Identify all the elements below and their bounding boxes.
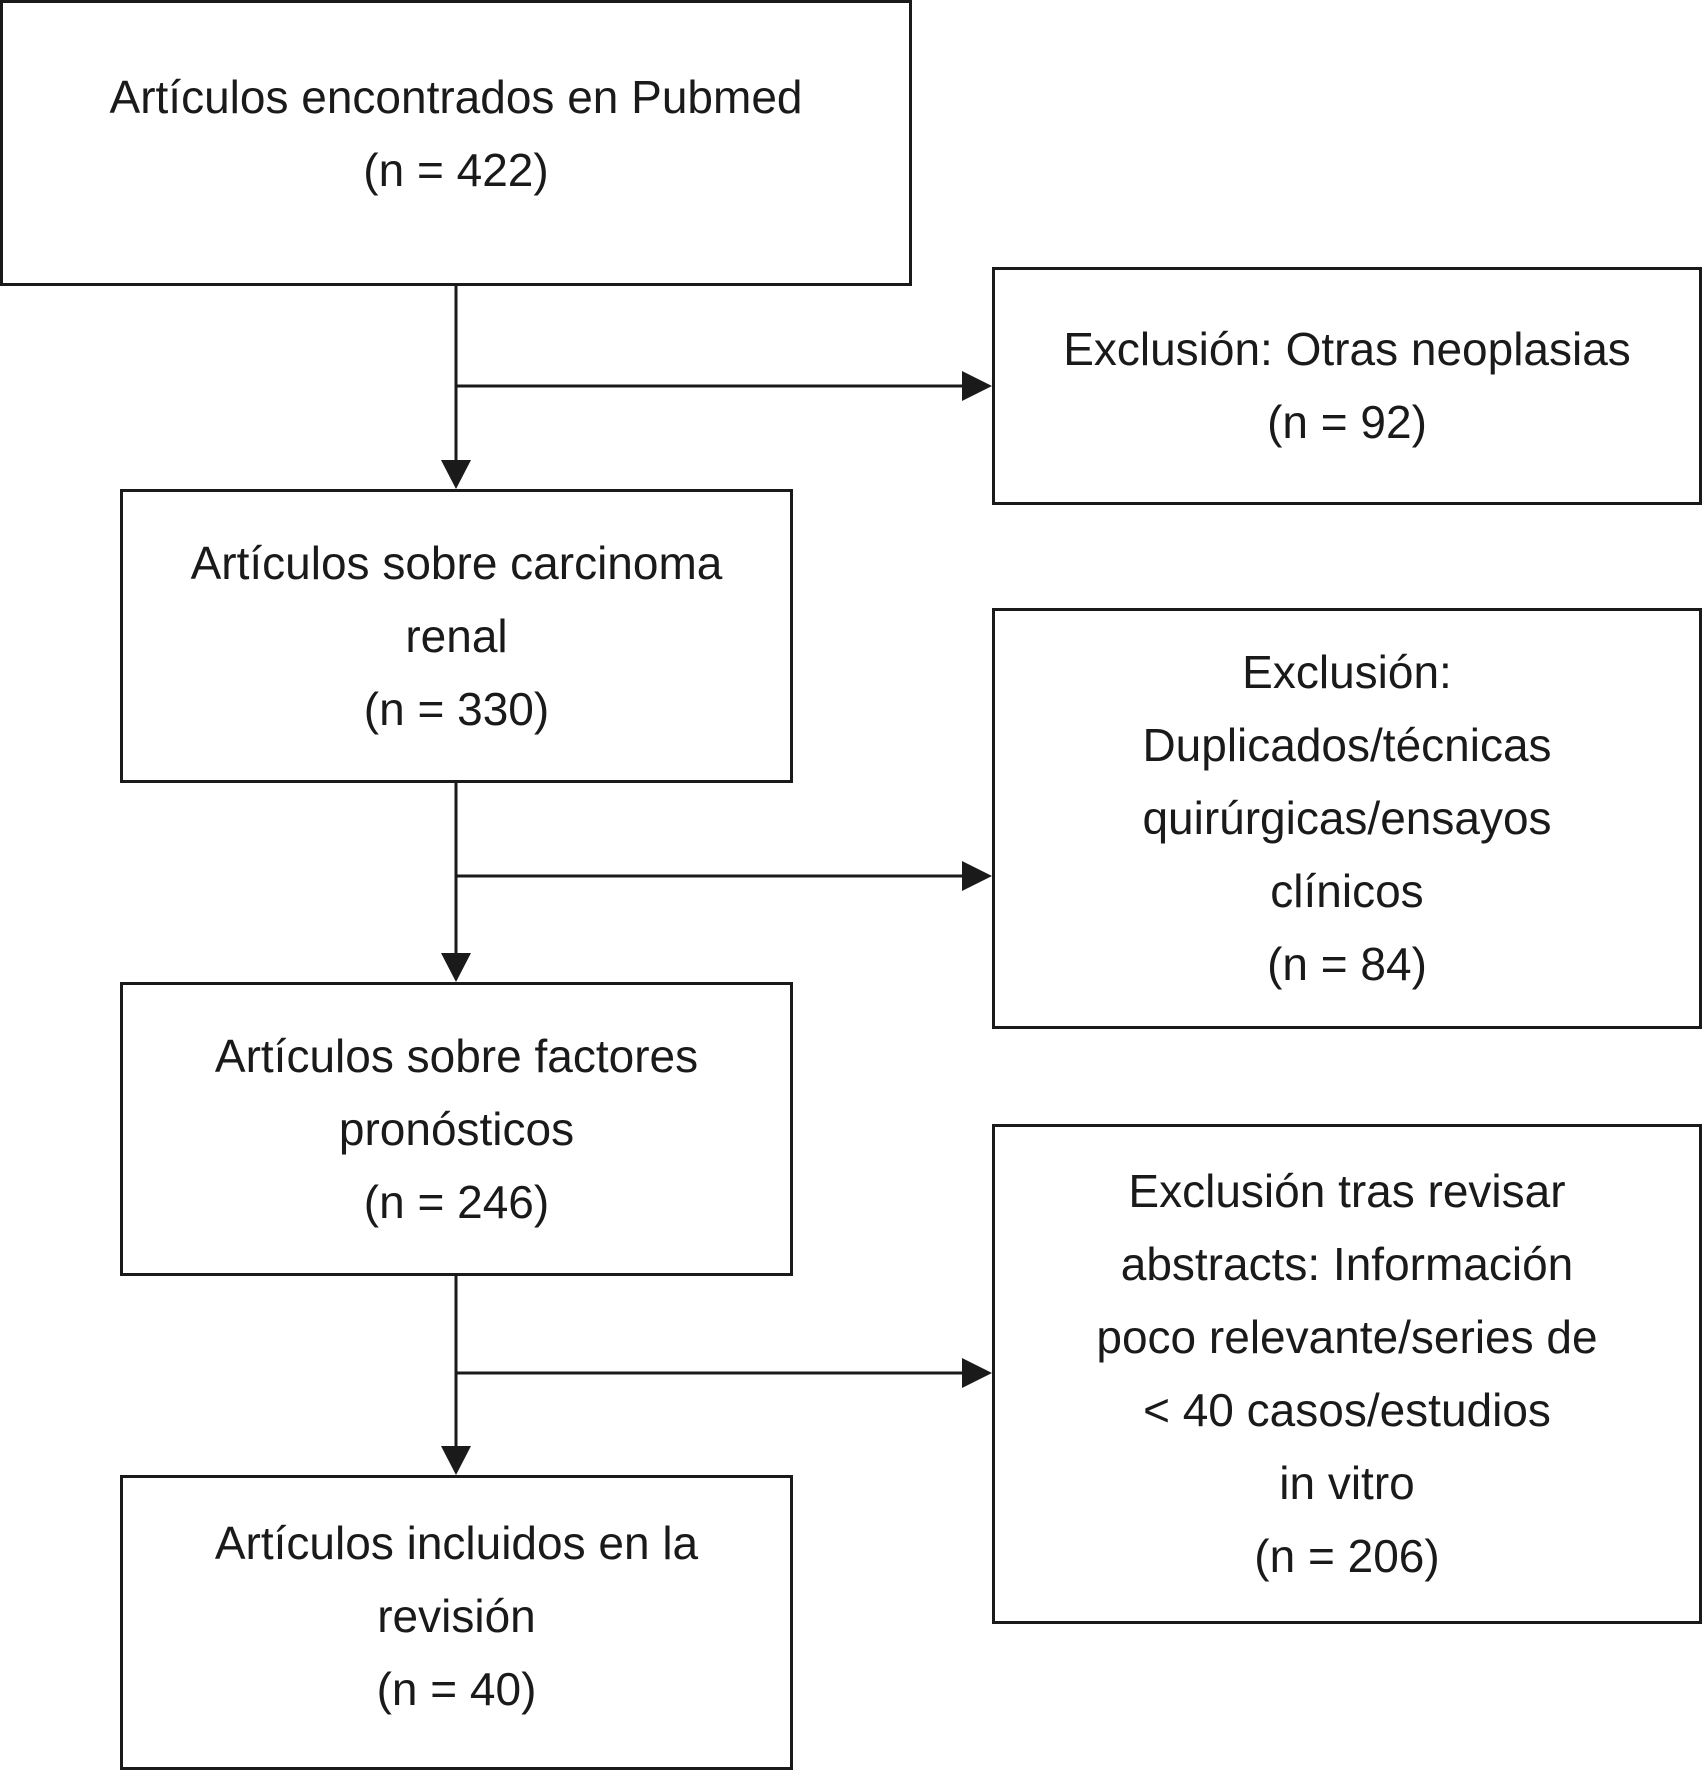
box-text-line: clínicos xyxy=(1270,865,1424,917)
box-text-line: revisión xyxy=(377,1590,536,1642)
box-exclusion-duplicates: Exclusión: Duplicados/técnicas quirúrgic… xyxy=(992,608,1702,1029)
arrowhead-right-2 xyxy=(962,861,992,891)
arrowhead-right-3 xyxy=(962,1358,992,1388)
box-count: (n = 40) xyxy=(376,1663,537,1715)
box-count: (n = 84) xyxy=(1267,938,1427,990)
box-text-line: Exclusión: xyxy=(1242,646,1452,698)
box-text-line: Artículos sobre factores xyxy=(214,1029,699,1082)
box-text-line: Duplicados/técnicas xyxy=(1142,719,1552,771)
box-renal-carcinoma-articles: Artículos sobre carcinoma renal (n = 330… xyxy=(120,489,793,783)
box-text-line: Artículos incluidos en la xyxy=(214,1517,699,1569)
box-text-line: abstracts: Información xyxy=(1120,1238,1574,1290)
arrowhead-down-3 xyxy=(441,1446,471,1475)
box-count: (n = 92) xyxy=(1267,396,1427,448)
box-count: (n = 330) xyxy=(363,682,550,735)
box-count: (n = 206) xyxy=(1254,1530,1440,1582)
box-text-line: quirúrgicas/ensayos xyxy=(1142,792,1552,844)
box-count: (n = 422) xyxy=(363,144,549,196)
box-text-line: Artículos sobre carcinoma xyxy=(190,536,723,589)
box-count: (n = 246) xyxy=(363,1175,550,1228)
arrowhead-right-1 xyxy=(962,371,992,401)
box-text-line: pronósticos xyxy=(338,1102,575,1155)
arrowhead-down-2 xyxy=(441,953,471,982)
box-text-line: < 40 casos/estudios xyxy=(1143,1384,1551,1436)
box-text-line: renal xyxy=(405,609,508,662)
box-prognostic-factor-articles: Artículos sobre factores pronósticos (n … xyxy=(120,982,793,1276)
box-text-line: poco relevante/series de xyxy=(1096,1311,1598,1363)
box-text-line: Artículos encontrados en Pubmed xyxy=(109,71,803,123)
box-articles-found: Artículos encontrados en Pubmed (n = 422… xyxy=(0,0,912,286)
box-included-articles: Artículos incluidos en la revisión (n = … xyxy=(120,1475,793,1770)
box-exclusion-other-neoplasms: Exclusión: Otras neoplasias (n = 92) xyxy=(992,267,1702,505)
box-text-line: Exclusión: Otras neoplasias xyxy=(1063,323,1631,375)
box-text-line: Exclusión tras revisar xyxy=(1128,1165,1566,1217)
box-exclusion-after-abstracts: Exclusión tras revisar abstracts: Inform… xyxy=(992,1124,1702,1624)
box-text-line: in vitro xyxy=(1279,1457,1415,1509)
arrowhead-down-1 xyxy=(441,460,471,489)
